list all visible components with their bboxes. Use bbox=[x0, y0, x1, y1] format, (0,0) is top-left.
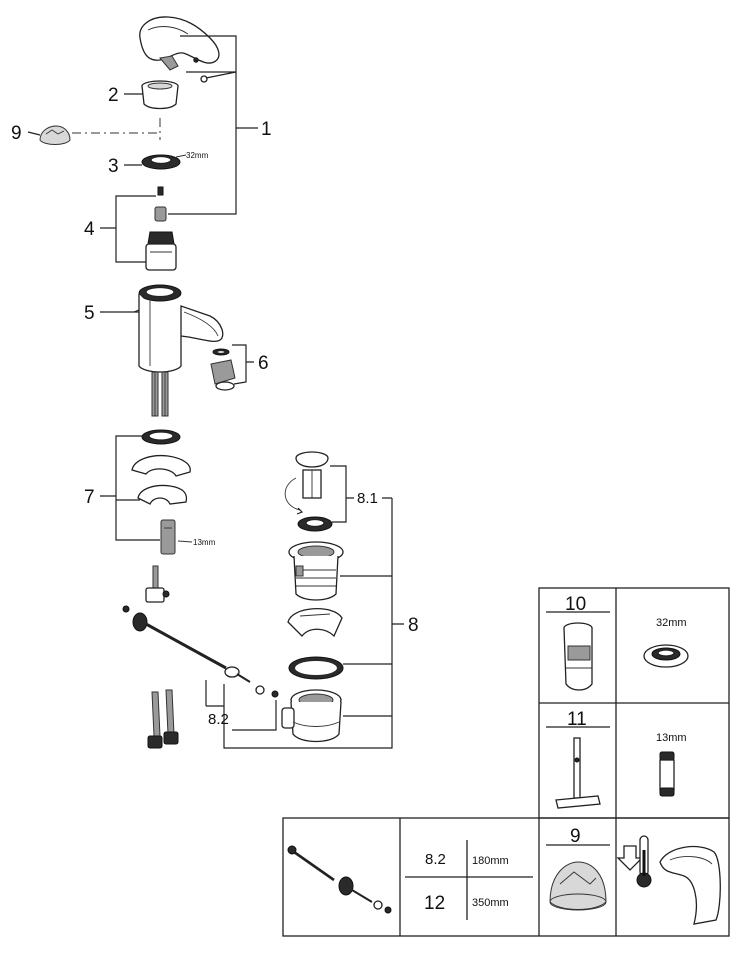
cartridge-assembly bbox=[145, 186, 177, 271]
waste-clamp bbox=[287, 607, 343, 638]
callout-9: 9 bbox=[11, 123, 22, 144]
spares-table bbox=[282, 587, 730, 937]
callout-5: 5 bbox=[84, 303, 95, 324]
callout-7: 7 bbox=[84, 487, 95, 508]
cap-spare-image bbox=[549, 861, 607, 911]
nut-32mm bbox=[141, 154, 181, 170]
callout-3: 3 bbox=[108, 156, 119, 177]
waste-ring-seal bbox=[288, 656, 344, 680]
rod-spare-image bbox=[659, 751, 675, 797]
waste-body bbox=[288, 541, 344, 601]
spare-item-9: 9 bbox=[570, 826, 581, 847]
leader-1 bbox=[168, 35, 258, 215]
callout-6: 6 bbox=[258, 353, 269, 374]
rod-length-a: 180mm bbox=[472, 855, 509, 867]
callout-8-1: 8.1 bbox=[357, 490, 378, 507]
long-rod-spare-image bbox=[287, 845, 392, 914]
cap-ring bbox=[141, 80, 179, 110]
supply-hoses-bottom bbox=[147, 689, 179, 749]
supply-hoses-top bbox=[151, 371, 169, 417]
key-tool-spare-image bbox=[555, 737, 601, 809]
callout-8: 8 bbox=[408, 615, 419, 636]
callout-2: 2 bbox=[108, 85, 119, 106]
popup-plug bbox=[284, 451, 329, 515]
spare-item-10: 10 bbox=[565, 594, 586, 615]
cold-water-symbol-icon bbox=[616, 835, 721, 925]
popup-rod-assembly bbox=[122, 565, 279, 698]
spare-item-11-size: 13mm bbox=[656, 732, 687, 744]
rod-label-a: 8.2 bbox=[425, 851, 446, 868]
callout-1: 1 bbox=[261, 119, 272, 140]
callout-8-2: 8.2 bbox=[208, 711, 229, 728]
aerator bbox=[210, 348, 236, 391]
callout-4: 4 bbox=[84, 219, 95, 240]
nut-size-label: 32mm bbox=[186, 151, 209, 160]
lever-handle bbox=[139, 16, 220, 83]
nut-spare-image bbox=[643, 644, 689, 668]
spare-item-11: 11 bbox=[567, 709, 587, 730]
mounting-set bbox=[131, 429, 191, 555]
small-cap-9 bbox=[39, 125, 71, 145]
rod-length-b: 350mm bbox=[472, 897, 509, 909]
rod-label-b: 12 bbox=[424, 893, 445, 914]
spare-item-10-size: 32mm bbox=[656, 617, 687, 629]
plug-seal bbox=[297, 516, 333, 532]
faucet-body bbox=[133, 284, 224, 373]
cartridge-spare-image bbox=[563, 622, 593, 691]
waste-tailpiece bbox=[281, 689, 342, 743]
rod-size-label: 13mm bbox=[193, 538, 216, 547]
